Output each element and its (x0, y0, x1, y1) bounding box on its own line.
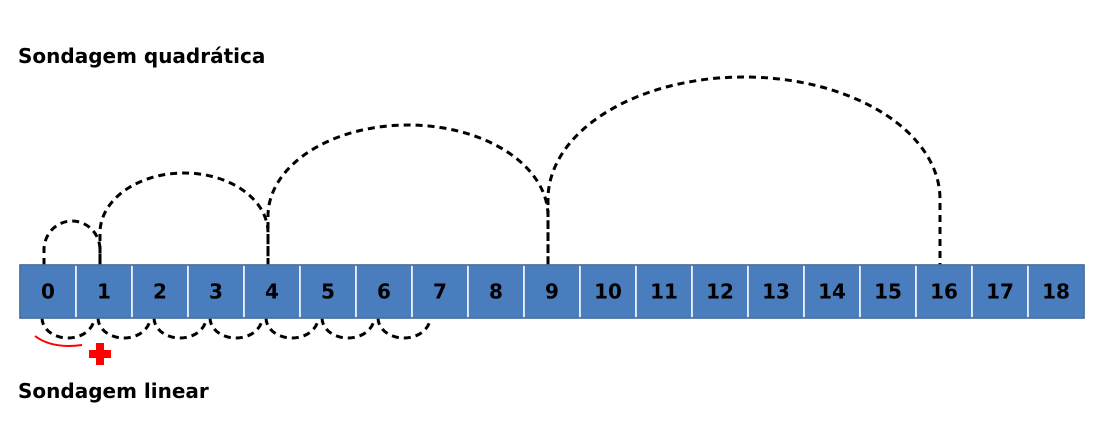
array-cell: 17 (971, 264, 1029, 319)
array-cell: 13 (747, 264, 805, 319)
quadratic-probe-arcs (42, 75, 942, 265)
array-index-label: 6 (377, 280, 391, 304)
array-index-label: 8 (489, 280, 503, 304)
array-cell-box (635, 264, 693, 319)
array-cell-box (691, 264, 749, 319)
quadratic-probe-arc (266, 123, 550, 265)
array-cell: 8 (467, 264, 525, 319)
array-cell: 2 (131, 264, 189, 319)
array-cell: 0 (19, 264, 77, 319)
quadratic-probe-arc (98, 171, 270, 265)
linear-probe-arc (376, 317, 432, 340)
array-index-label: 4 (265, 280, 279, 304)
array-cell: 18 (1027, 264, 1085, 319)
array-cell-box (915, 264, 973, 319)
array-index-label: 1 (97, 280, 111, 304)
array-index-label: 10 (594, 280, 622, 304)
array-index-label: 5 (321, 280, 335, 304)
array-cell: 10 (579, 264, 637, 319)
array-index-label: 0 (41, 280, 55, 304)
array-index-label: 17 (986, 280, 1014, 304)
array-index-label: 2 (153, 280, 167, 304)
array-cell: 5 (299, 264, 357, 319)
red-plus-icon (89, 343, 111, 365)
array-cell: 11 (635, 264, 693, 319)
array-cell: 6 (355, 264, 413, 319)
array-cell: 14 (803, 264, 861, 319)
array-cell: 7 (411, 264, 469, 319)
array-index-label: 15 (874, 280, 902, 304)
array-cell: 15 (859, 264, 917, 319)
array-index-label: 13 (762, 280, 790, 304)
array-cell: 9 (523, 264, 581, 319)
array-index-label: 14 (818, 280, 846, 304)
array-cell: 1 (75, 264, 133, 319)
linear-probing-title: Sondagem linear (18, 379, 209, 403)
array-index-label: 16 (930, 280, 958, 304)
linear-probe-arc (96, 317, 152, 340)
linear-probe-arc (320, 317, 376, 340)
array-index-label: 18 (1042, 280, 1070, 304)
linear-probe-arc (152, 317, 208, 340)
quadratic-probing-title: Sondagem quadrática (18, 44, 266, 68)
array-index-label: 3 (209, 280, 223, 304)
linear-probe-arc (40, 317, 96, 340)
array-cell: 16 (915, 264, 973, 319)
quadratic-probe-arc (42, 219, 102, 265)
red-curve-stroke (34, 335, 83, 347)
array-outline (19, 264, 1085, 319)
array-cell: 4 (243, 264, 301, 319)
array-cell: 3 (187, 264, 245, 319)
array-index-label: 7 (433, 280, 447, 304)
linear-probe-arc (208, 317, 264, 340)
array-index-label: 9 (545, 280, 559, 304)
linear-probe-arc (264, 317, 320, 340)
array-cell: 12 (691, 264, 749, 319)
array-index-label: 11 (650, 280, 678, 304)
quadratic-probe-arc (546, 75, 942, 265)
linear-probe-arcs (40, 317, 432, 340)
array-index-label: 12 (706, 280, 734, 304)
